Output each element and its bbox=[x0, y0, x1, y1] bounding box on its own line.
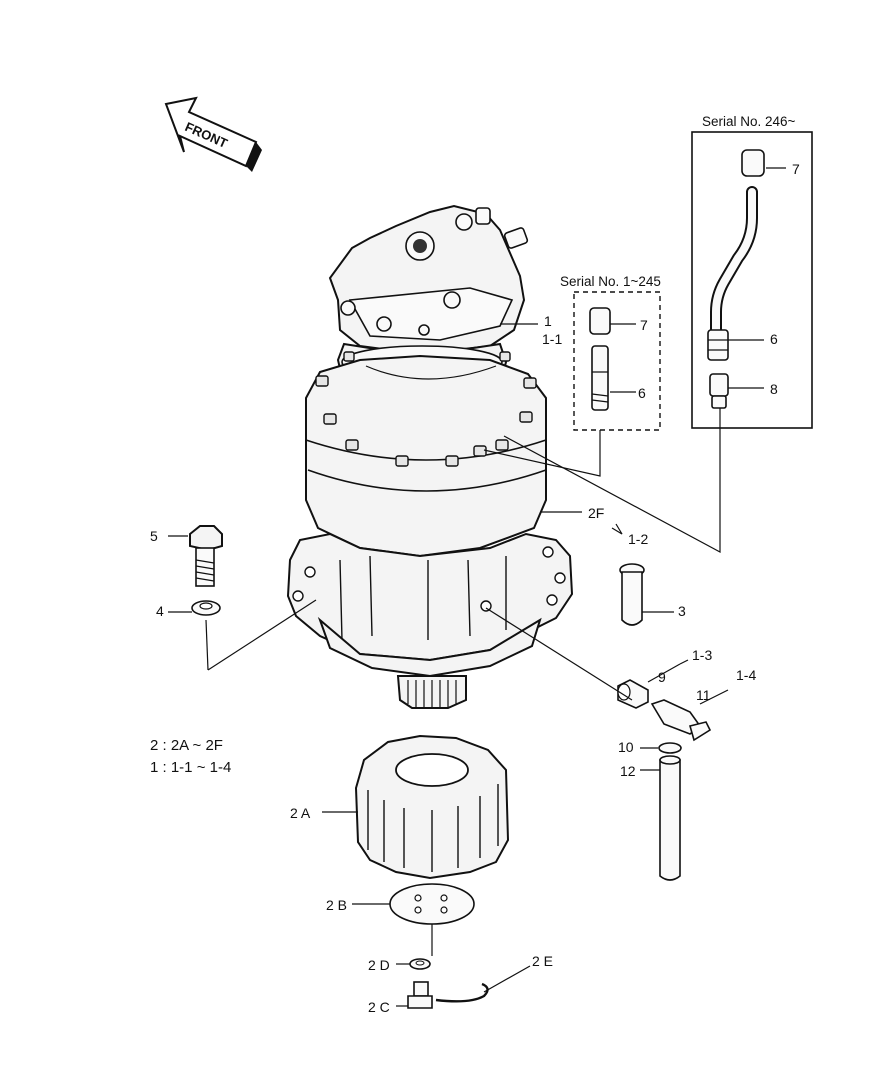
callout-2f: 2F bbox=[588, 505, 604, 521]
callout-9: 9 bbox=[658, 669, 666, 685]
callout-1-4: 1-4 bbox=[736, 667, 756, 683]
bolt-2c bbox=[407, 981, 433, 1009]
hose-6-new bbox=[707, 186, 758, 361]
callout-6-new: 6 bbox=[770, 331, 778, 347]
callout-1-1: 1-1 bbox=[542, 331, 562, 347]
pipe-6-old bbox=[591, 345, 609, 411]
callout-2a: 2 A bbox=[290, 805, 311, 821]
washer-4 bbox=[191, 600, 221, 616]
callout-2e: 2 E bbox=[532, 953, 553, 969]
front-arrow: FRONT bbox=[164, 96, 262, 172]
swing-motor-valve-block bbox=[328, 204, 529, 356]
callout-2b: 2 B bbox=[326, 897, 347, 913]
cap-7-new bbox=[741, 149, 765, 177]
callout-7-new: 7 bbox=[792, 161, 800, 177]
legend-line-1: 2 : 2A ~ 2F bbox=[150, 737, 223, 754]
callout-4: 4 bbox=[156, 603, 164, 619]
callout-1-3: 1-3 bbox=[692, 647, 712, 663]
serial-new-label: Serial No. 246~ bbox=[702, 114, 796, 129]
hose-12 bbox=[659, 755, 681, 881]
pinion-gear-2a bbox=[354, 734, 510, 880]
clamp-10 bbox=[658, 742, 682, 754]
callout-5: 5 bbox=[150, 528, 158, 544]
leader-lines bbox=[168, 167, 786, 1007]
lock-wire-2e bbox=[435, 982, 489, 1003]
callout-1: 1 bbox=[544, 313, 552, 329]
serial-new-frame bbox=[691, 131, 813, 429]
cap-7-old bbox=[589, 307, 611, 335]
fitting-9 bbox=[617, 679, 649, 709]
washer-2d bbox=[409, 958, 431, 970]
serial-old-label: Serial No. 1~245 bbox=[560, 274, 661, 289]
mounting-flange bbox=[286, 532, 574, 678]
plate-2b bbox=[389, 883, 475, 925]
callout-2d: 2 D bbox=[368, 957, 390, 973]
pin-3 bbox=[619, 563, 645, 626]
callout-8: 8 bbox=[770, 381, 778, 397]
callout-11: 11 bbox=[696, 687, 711, 703]
callout-7-old: 7 bbox=[640, 317, 648, 333]
output-shaft bbox=[396, 675, 467, 709]
callout-1-2: 1-2 bbox=[628, 531, 648, 547]
callout-6-old: 6 bbox=[638, 385, 646, 401]
callout-3: 3 bbox=[678, 603, 686, 619]
serial-old-frame bbox=[573, 291, 661, 431]
callout-10: 10 bbox=[618, 739, 634, 755]
fitting-8 bbox=[709, 373, 729, 409]
callout-2c: 2 C bbox=[368, 999, 390, 1015]
callout-labels: 1 1-1 2F 1-2 3 4 5 7 6 7 6 8 9 1-3 10 11… bbox=[150, 161, 800, 1015]
legend-line-2: 1 : 1-1 ~ 1-4 bbox=[150, 759, 231, 776]
bolt-5 bbox=[189, 525, 223, 587]
callout-12: 12 bbox=[620, 763, 636, 779]
reduction-gear-housing bbox=[305, 351, 547, 558]
valve-11 bbox=[650, 699, 712, 742]
